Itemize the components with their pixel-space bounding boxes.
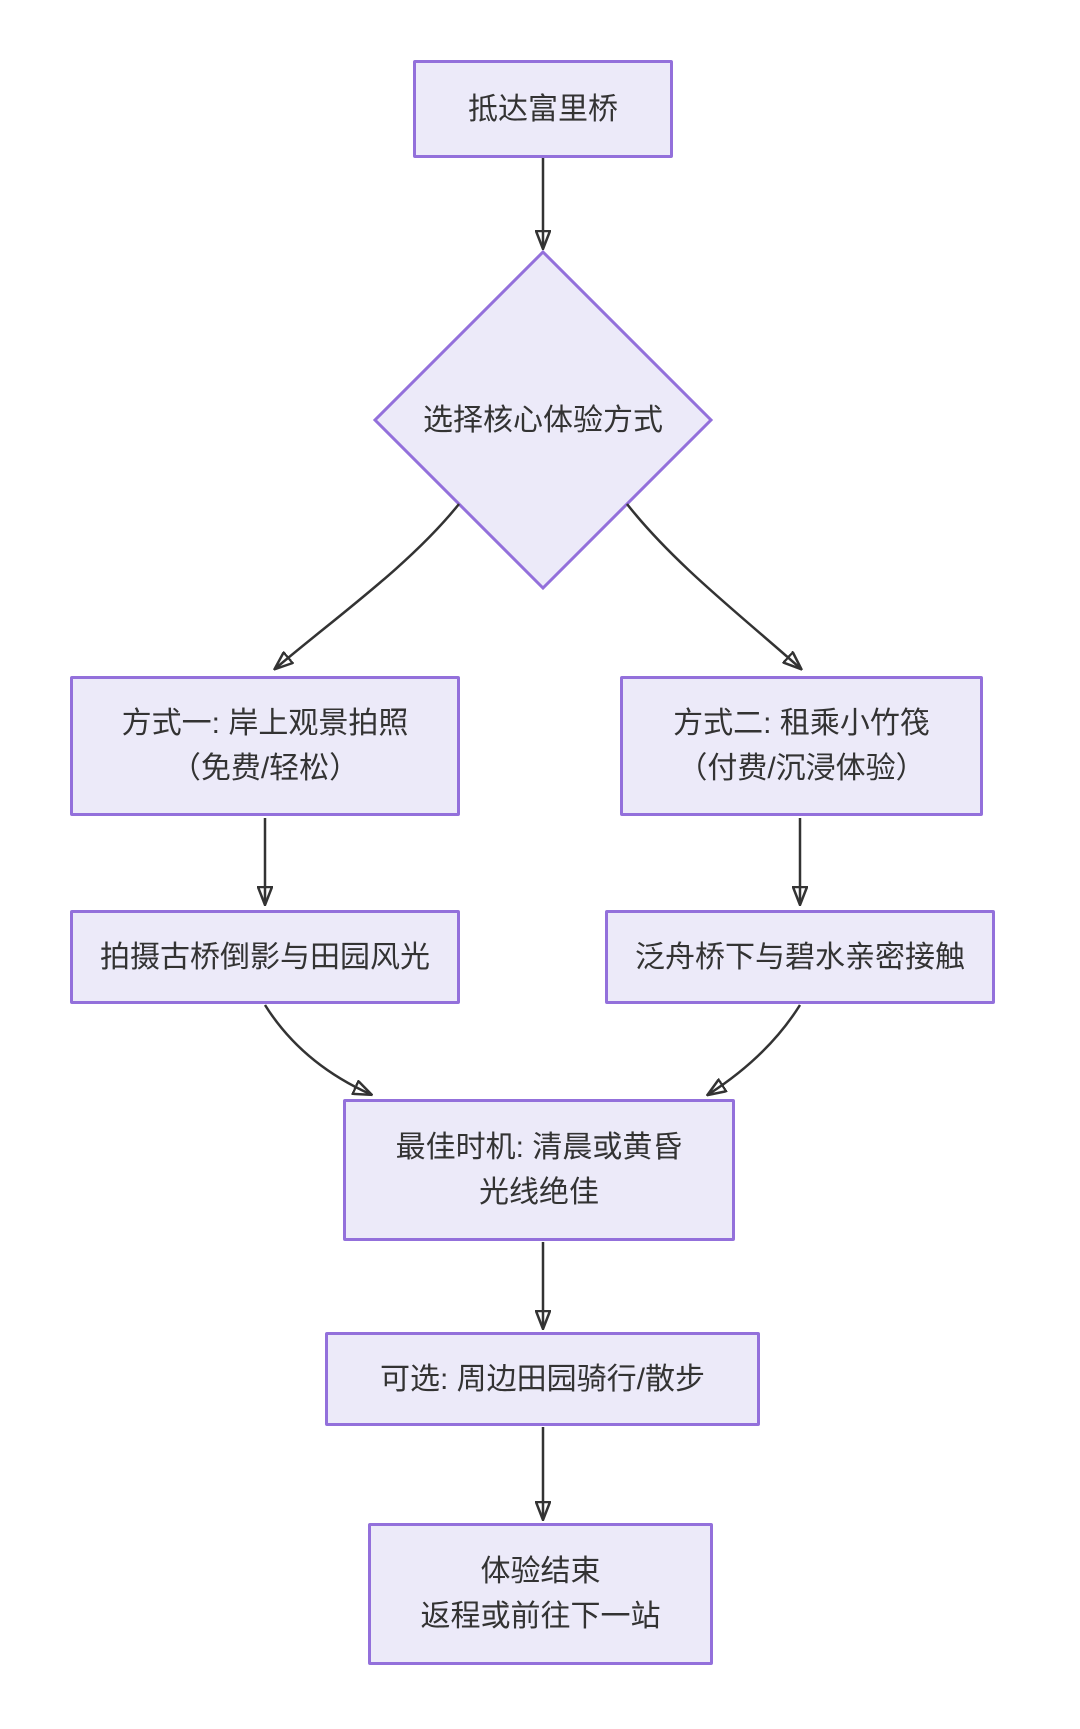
- node-option1-line2: （免费/轻松）: [170, 752, 360, 785]
- edge-decision-to-option2: [626, 503, 800, 668]
- node-start-label: 抵达富里桥: [468, 92, 618, 126]
- node-action2-label: 泛舟桥下与碧水亲密接触: [635, 940, 965, 974]
- node-option2-line1: 方式二: 租乘小竹筏: [673, 707, 930, 740]
- node-optional-label: 可选: 周边田园骑行/散步: [379, 1362, 705, 1396]
- node-action1: 拍摄古桥倒影与田园风光: [70, 910, 460, 1004]
- node-option2-line2: （付费/沉浸体验）: [677, 752, 926, 785]
- node-decision: 选择核心体验方式: [375, 397, 711, 443]
- node-end-line1: 体验结束: [480, 1555, 601, 1588]
- node-timing-line2: 光线绝佳: [479, 1176, 599, 1209]
- edge-action1-to-timing: [263, 1004, 370, 1094]
- node-timing: 最佳时机: 清晨或黄昏 光线绝佳: [343, 1099, 735, 1241]
- node-option2: 方式二: 租乘小竹筏 （付费/沉浸体验）: [620, 676, 983, 816]
- node-decision-label: 选择核心体验方式: [423, 403, 663, 437]
- node-timing-line1: 最佳时机: 清晨或黄昏: [395, 1131, 683, 1164]
- edge-decision-to-option1: [276, 503, 460, 668]
- node-optional: 可选: 周边田园骑行/散步: [325, 1332, 760, 1426]
- edge-action2-to-timing: [709, 1004, 802, 1094]
- node-action1-label: 拍摄古桥倒影与田园风光: [100, 940, 430, 974]
- node-action2: 泛舟桥下与碧水亲密接触: [605, 910, 995, 1004]
- node-option1: 方式一: 岸上观景拍照 （免费/轻松）: [70, 676, 460, 816]
- node-start: 抵达富里桥: [413, 60, 673, 158]
- node-end-line2: 返程或前往下一站: [420, 1600, 661, 1633]
- node-option1-line1: 方式一: 岸上观景拍照: [121, 707, 409, 740]
- node-end: 体验结束 返程或前往下一站: [368, 1523, 713, 1665]
